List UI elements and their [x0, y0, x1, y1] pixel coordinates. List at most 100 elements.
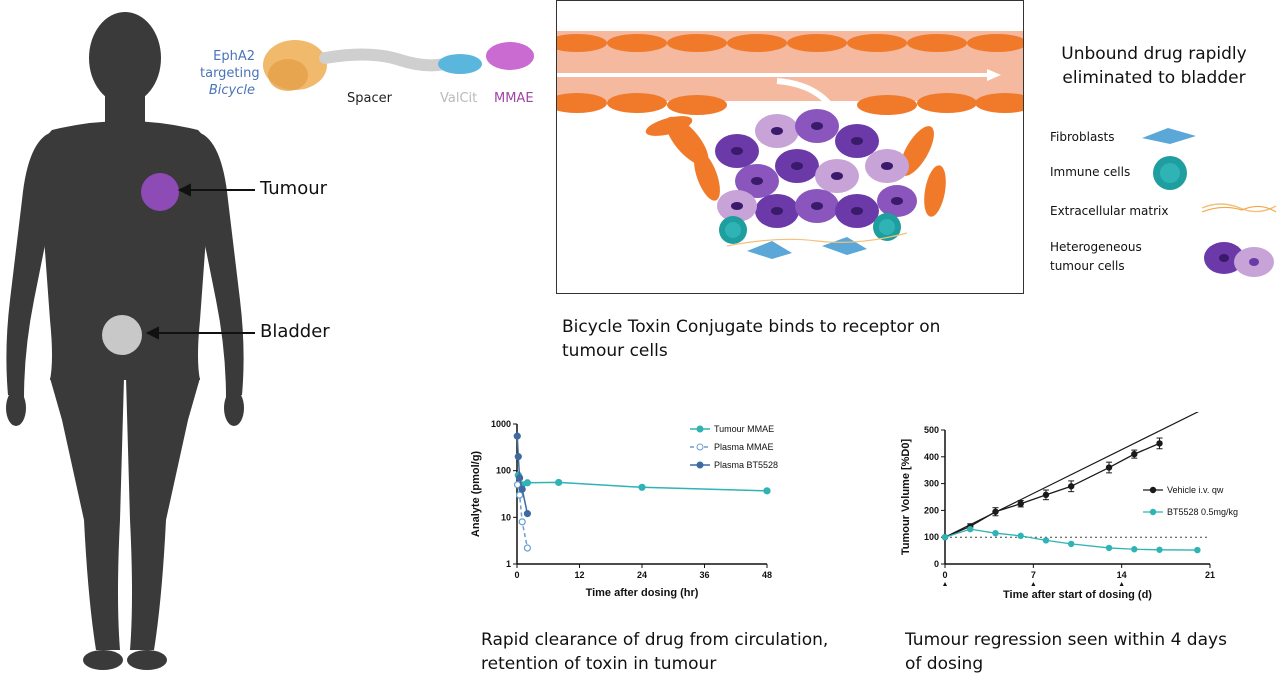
legend-marker — [1149, 486, 1157, 494]
legend-label: Plasma BT5528 — [714, 460, 778, 470]
data-point — [1105, 464, 1113, 471]
x-tick-label: 36 — [699, 570, 709, 580]
y-tick-label: 400 — [924, 452, 939, 462]
tumour-label: Tumour — [260, 178, 328, 199]
x-tick-label: 12 — [574, 570, 584, 580]
legend-label: Vehicle i.v. qw — [1167, 485, 1224, 495]
series-line-1 — [944, 528, 1198, 551]
valcit-label: ValCit — [440, 91, 478, 106]
mmae-payload — [486, 42, 534, 70]
data-point — [1194, 546, 1201, 554]
x-tick-label: 24 — [637, 570, 647, 580]
tumour-microenvironment-panel — [556, 0, 1024, 294]
fibroblast — [822, 237, 867, 255]
y-tick-label: 100 — [924, 532, 939, 542]
microenvironment-illustration — [557, 31, 1023, 259]
valcit-linker — [438, 54, 482, 74]
legend-fibroblasts-label: Fibroblasts — [1050, 130, 1115, 144]
binding-arrow — [776, 78, 845, 128]
fibroblast-icon — [1142, 128, 1196, 144]
y-axis-label: Analyte (pmol/g) — [470, 451, 482, 538]
y-tick-label: 200 — [924, 505, 939, 515]
data-point — [1156, 546, 1163, 553]
data-point — [514, 453, 522, 461]
spacer-chain — [319, 48, 451, 72]
legend-label: Tumour MMAE — [714, 424, 774, 434]
legend-marker — [696, 443, 704, 451]
y-tick-label: 100 — [496, 466, 511, 476]
eff-caption-line2: of dosing — [905, 654, 984, 674]
data-point — [638, 483, 646, 491]
x-axis-label: Time after dosing (hr) — [586, 587, 699, 599]
data-point — [523, 544, 532, 552]
legend-label: BT5528 0.5mg/kg — [1167, 507, 1238, 517]
data-point — [1156, 440, 1163, 447]
data-point — [1042, 491, 1050, 499]
human-body-figure — [6, 12, 255, 670]
tumour-cell-cluster — [715, 109, 917, 228]
legend-ecm-label: Extracellular matrix — [1050, 204, 1169, 218]
data-point — [1131, 546, 1138, 553]
data-point — [513, 432, 521, 440]
endothelial-cells — [557, 34, 1023, 217]
panel-caption-line1: Bicycle Toxin Conjugate binds to recepto… — [562, 317, 941, 337]
data-point — [1017, 500, 1024, 507]
series-line-0 — [944, 442, 1160, 538]
legend-label: Plasma MMAE — [714, 442, 774, 452]
y-tick-label: 1 — [506, 559, 511, 569]
data-point — [516, 491, 524, 499]
y-axis-label: Tumour Volume [%D0] — [900, 439, 912, 556]
bladder-label: Bladder — [260, 321, 330, 342]
tumour-site — [141, 173, 179, 211]
pk-caption-line1: Rapid clearance of drug from circulation… — [481, 630, 829, 650]
y-tick-label: 10 — [501, 512, 511, 522]
x-tick-label: 7 — [1031, 570, 1036, 580]
y-tick-label: 500 — [924, 425, 939, 435]
dosing-marker — [1119, 582, 1124, 586]
eff-caption-line1: Tumour regression seen within 4 days — [905, 630, 1227, 650]
data-point — [1131, 450, 1138, 458]
fibroblast — [747, 241, 792, 259]
y-tick-label: 1000 — [491, 419, 511, 429]
data-point — [992, 529, 999, 537]
legend-immune-label: Immune cells — [1050, 165, 1131, 179]
extracellular-matrix-icon — [1201, 203, 1277, 213]
legend-title-line1: Unbound drug rapidly — [1061, 44, 1247, 64]
bicycle-label: Bicycle — [208, 83, 255, 98]
organ-pointers — [145, 183, 255, 340]
series-line-1 — [516, 484, 529, 549]
y-tick-label: 0 — [934, 559, 939, 569]
dosing-marker — [1031, 582, 1036, 586]
data-point — [516, 474, 524, 482]
mmae-label: MMAE — [494, 91, 534, 106]
data-point — [523, 479, 532, 487]
pk-caption-line2: retention of toxin in tumour — [481, 654, 717, 674]
y-tick-label: 300 — [924, 479, 939, 489]
data-point — [555, 478, 563, 487]
legend-tumour-line2: tumour cells — [1050, 259, 1125, 273]
x-tick-label: 14 — [1117, 570, 1127, 580]
immune-cell-icon — [1153, 156, 1187, 190]
x-tick-label: 48 — [762, 570, 772, 580]
data-point — [1105, 544, 1113, 552]
epha2-label: EphA2 — [213, 49, 255, 64]
extracellular-matrix — [726, 232, 908, 247]
legend-marker — [696, 461, 704, 469]
data-point — [992, 508, 999, 515]
data-point — [523, 510, 532, 518]
bladder-site — [102, 315, 142, 355]
x-tick-label: 0 — [514, 570, 519, 580]
data-point — [1017, 532, 1024, 540]
x-tick-label: 0 — [942, 570, 947, 580]
bicycle-toxin-conjugate-molecule — [263, 40, 534, 91]
legend-title-line2: eliminated to bladder — [1062, 68, 1246, 88]
legend-tumour-line1: Heterogeneous — [1050, 240, 1142, 254]
data-point — [1067, 483, 1075, 490]
data-point — [518, 518, 526, 526]
legend-marker — [696, 425, 704, 433]
dosing-marker — [943, 582, 947, 586]
data-point — [518, 485, 526, 493]
spacer-label: Spacer — [347, 91, 392, 106]
